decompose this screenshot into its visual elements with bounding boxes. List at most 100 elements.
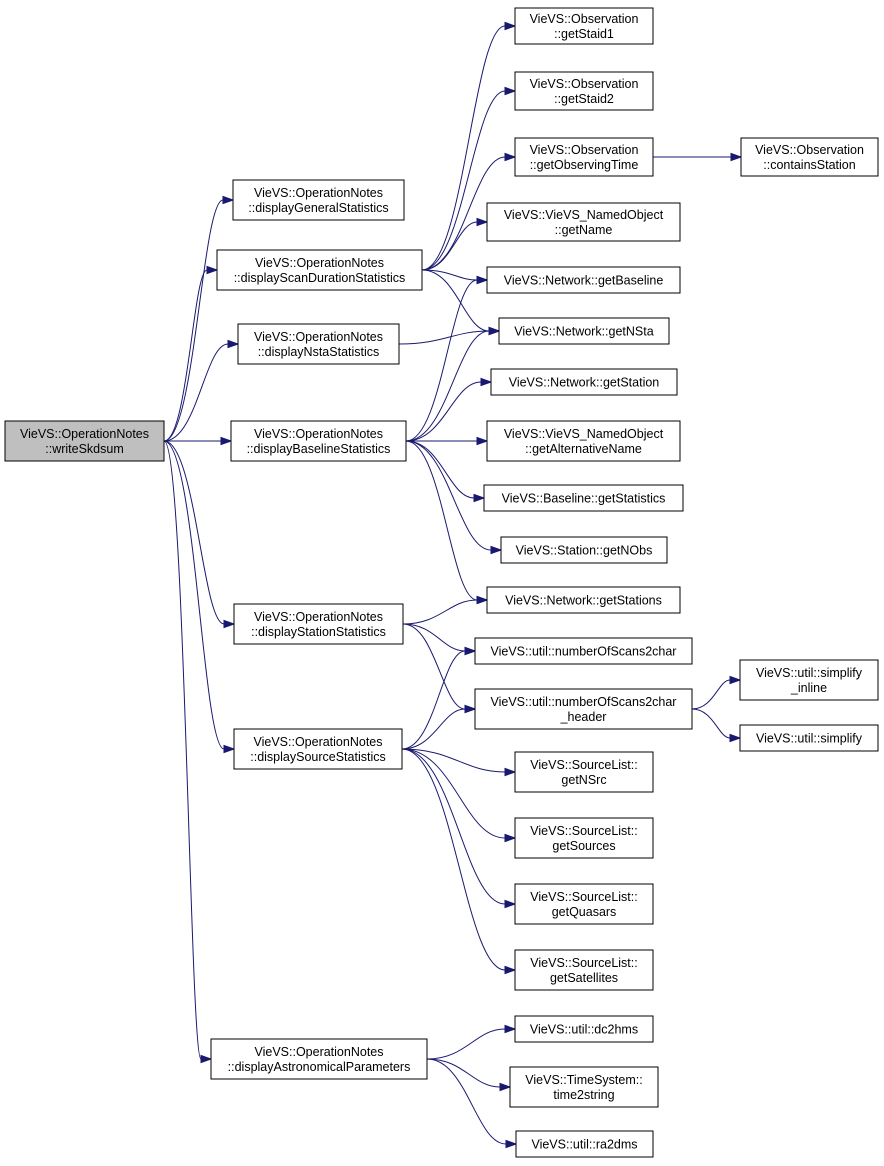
call-edge xyxy=(401,646,477,750)
node-getNObs[interactable]: VieVS::Station::getNObs xyxy=(500,536,668,564)
call-edge xyxy=(691,675,742,710)
node-getBaseline[interactable]: VieVS::Network::getBaseline xyxy=(486,266,681,294)
call-edge xyxy=(401,748,517,909)
node-ra2dms[interactable]: VieVS::util::ra2dms xyxy=(515,1130,654,1158)
node-box xyxy=(483,484,684,512)
call-edge xyxy=(401,748,517,777)
edge-line xyxy=(163,440,225,625)
arrow-head-icon xyxy=(476,436,489,446)
node-getName[interactable]: VieVS::VieVS_NamedObject::getName xyxy=(486,202,681,242)
arrow-head-icon xyxy=(464,646,477,656)
node-dc2hms[interactable]: VieVS::util::dc2hms xyxy=(514,1015,654,1043)
arrow-head-icon xyxy=(504,767,517,777)
node-getStatistics[interactable]: VieVS::Baseline::getStatistics xyxy=(483,484,684,512)
node-box xyxy=(474,637,693,665)
node-displayScanDurationStatistics[interactable]: VieVS::OperationNotes::displayScanDurati… xyxy=(216,249,423,291)
node-label: VieVS::Observation xyxy=(530,77,639,91)
call-edge xyxy=(401,748,517,843)
edge-line xyxy=(402,599,478,625)
node-getNSrc[interactable]: VieVS::SourceList::getNSrc xyxy=(514,751,654,793)
node-getNSta[interactable]: VieVS::Network::getNSta xyxy=(498,317,670,345)
node-label: VieVS::TimeSystem:: xyxy=(525,1073,642,1087)
node-getAlternativeName[interactable]: VieVS::VieVS_NamedObject::getAlternative… xyxy=(486,420,681,462)
node-getStaid2[interactable]: VieVS::Observation::getStaid2 xyxy=(514,71,654,111)
node-label: VieVS::Network::getNSta xyxy=(514,325,653,339)
node-box xyxy=(233,728,403,770)
node-box xyxy=(740,137,879,177)
node-numberOfScans2char_header[interactable]: VieVS::util::numberOfScans2char_header xyxy=(474,688,693,730)
node-label: VieVS::Baseline::getStatistics xyxy=(502,492,666,506)
edge-line xyxy=(163,343,229,442)
edge-line xyxy=(426,1058,507,1145)
node-getSources[interactable]: VieVS::SourceList::getSources xyxy=(514,817,654,859)
call-edge xyxy=(401,704,477,750)
node-simplify[interactable]: VieVS::util::simplify xyxy=(739,724,879,752)
edge-line xyxy=(421,90,506,271)
edge-line xyxy=(426,1028,506,1060)
node-label: ::displayAstronomicalParameters xyxy=(228,1060,411,1074)
node-simplify_inline[interactable]: VieVS::util::simplify_inline xyxy=(739,659,879,701)
edge-line xyxy=(691,708,731,739)
edge-line xyxy=(405,279,478,442)
arrow-head-icon xyxy=(476,217,489,227)
node-time2string[interactable]: VieVS::TimeSystem::time2string xyxy=(509,1066,659,1108)
edge-line xyxy=(163,440,225,750)
node-writeSkdsum[interactable]: VieVS::OperationNotes::writeSkdsum xyxy=(4,420,165,462)
call-edge xyxy=(163,265,219,442)
node-label: VieVS::SourceList:: xyxy=(530,890,637,904)
node-label: VieVS::util::numberOfScans2char xyxy=(491,695,677,709)
node-displayBaselineStatistics[interactable]: VieVS::OperationNotes::displayBaselineSt… xyxy=(230,420,407,462)
call-edge xyxy=(426,1024,517,1060)
node-displayAstronomicalParameters[interactable]: VieVS::OperationNotes::displayAstronomic… xyxy=(210,1038,428,1080)
arrow-head-icon xyxy=(499,1082,512,1092)
edge-line xyxy=(421,269,478,281)
arrow-head-icon xyxy=(504,21,517,31)
call-edge xyxy=(163,440,236,629)
node-box xyxy=(500,536,668,564)
arrow-head-icon xyxy=(504,965,517,975)
node-displayNstaStatistics[interactable]: VieVS::OperationNotes::displayNstaStatis… xyxy=(237,323,400,365)
call-edge xyxy=(405,326,501,442)
arrow-head-icon xyxy=(200,1054,213,1064)
arrow-head-icon xyxy=(504,899,517,909)
node-box xyxy=(232,179,405,221)
node-displayGeneralStatistics[interactable]: VieVS::OperationNotes::displayGeneralSta… xyxy=(232,179,405,221)
node-label: getSources xyxy=(552,839,615,853)
node-label: ::getStaid1 xyxy=(554,27,614,41)
node-getSatellites[interactable]: VieVS::SourceList::getSatellites xyxy=(514,949,654,991)
node-numberOfScans2char[interactable]: VieVS::util::numberOfScans2char xyxy=(474,637,693,665)
node-box xyxy=(486,266,681,294)
node-getStation[interactable]: VieVS::Network::getStation xyxy=(490,368,678,396)
call-edge xyxy=(653,152,743,162)
arrow-head-icon xyxy=(504,833,517,843)
node-getStations[interactable]: VieVS::Network::getStations xyxy=(486,586,681,614)
node-label: ::displayGeneralStatistics xyxy=(248,201,388,215)
arrow-head-icon xyxy=(227,339,240,349)
node-box xyxy=(514,1015,654,1043)
call-edge xyxy=(402,623,477,656)
call-edge xyxy=(405,440,503,555)
node-getQuasars[interactable]: VieVS::SourceList::getQuasars xyxy=(514,883,654,925)
function-nodes: VieVS::OperationNotes::writeSkdsumVieVS:… xyxy=(4,7,879,1158)
node-box xyxy=(515,1130,654,1158)
call-edge xyxy=(426,1058,518,1149)
arrow-head-icon xyxy=(504,1024,517,1034)
call-edge xyxy=(401,748,517,975)
arrow-head-icon xyxy=(223,744,236,754)
node-containsStation[interactable]: VieVS::Observation::containsStation xyxy=(740,137,879,177)
node-label: VieVS::Network::getBaseline xyxy=(504,274,664,288)
node-box xyxy=(514,71,654,111)
edge-line xyxy=(401,650,466,750)
edge-line xyxy=(163,199,224,442)
node-getObservingTime[interactable]: VieVS::Observation::getObservingTime xyxy=(514,137,654,177)
node-getStaid1[interactable]: VieVS::Observation::getStaid1 xyxy=(514,7,654,45)
call-edge xyxy=(421,152,517,271)
node-displaySourceStatistics[interactable]: VieVS::OperationNotes::displaySourceStat… xyxy=(233,728,403,770)
node-label: VieVS::Network::getStations xyxy=(505,594,662,608)
node-label: ::displayBaselineStatistics xyxy=(247,442,391,456)
node-label: VieVS::util::dc2hms xyxy=(530,1023,638,1037)
node-displayStationStatistics[interactable]: VieVS::OperationNotes::displayStationSta… xyxy=(233,603,404,645)
edge-line xyxy=(401,708,466,750)
arrow-head-icon xyxy=(473,493,486,503)
call-edge xyxy=(426,1058,512,1092)
